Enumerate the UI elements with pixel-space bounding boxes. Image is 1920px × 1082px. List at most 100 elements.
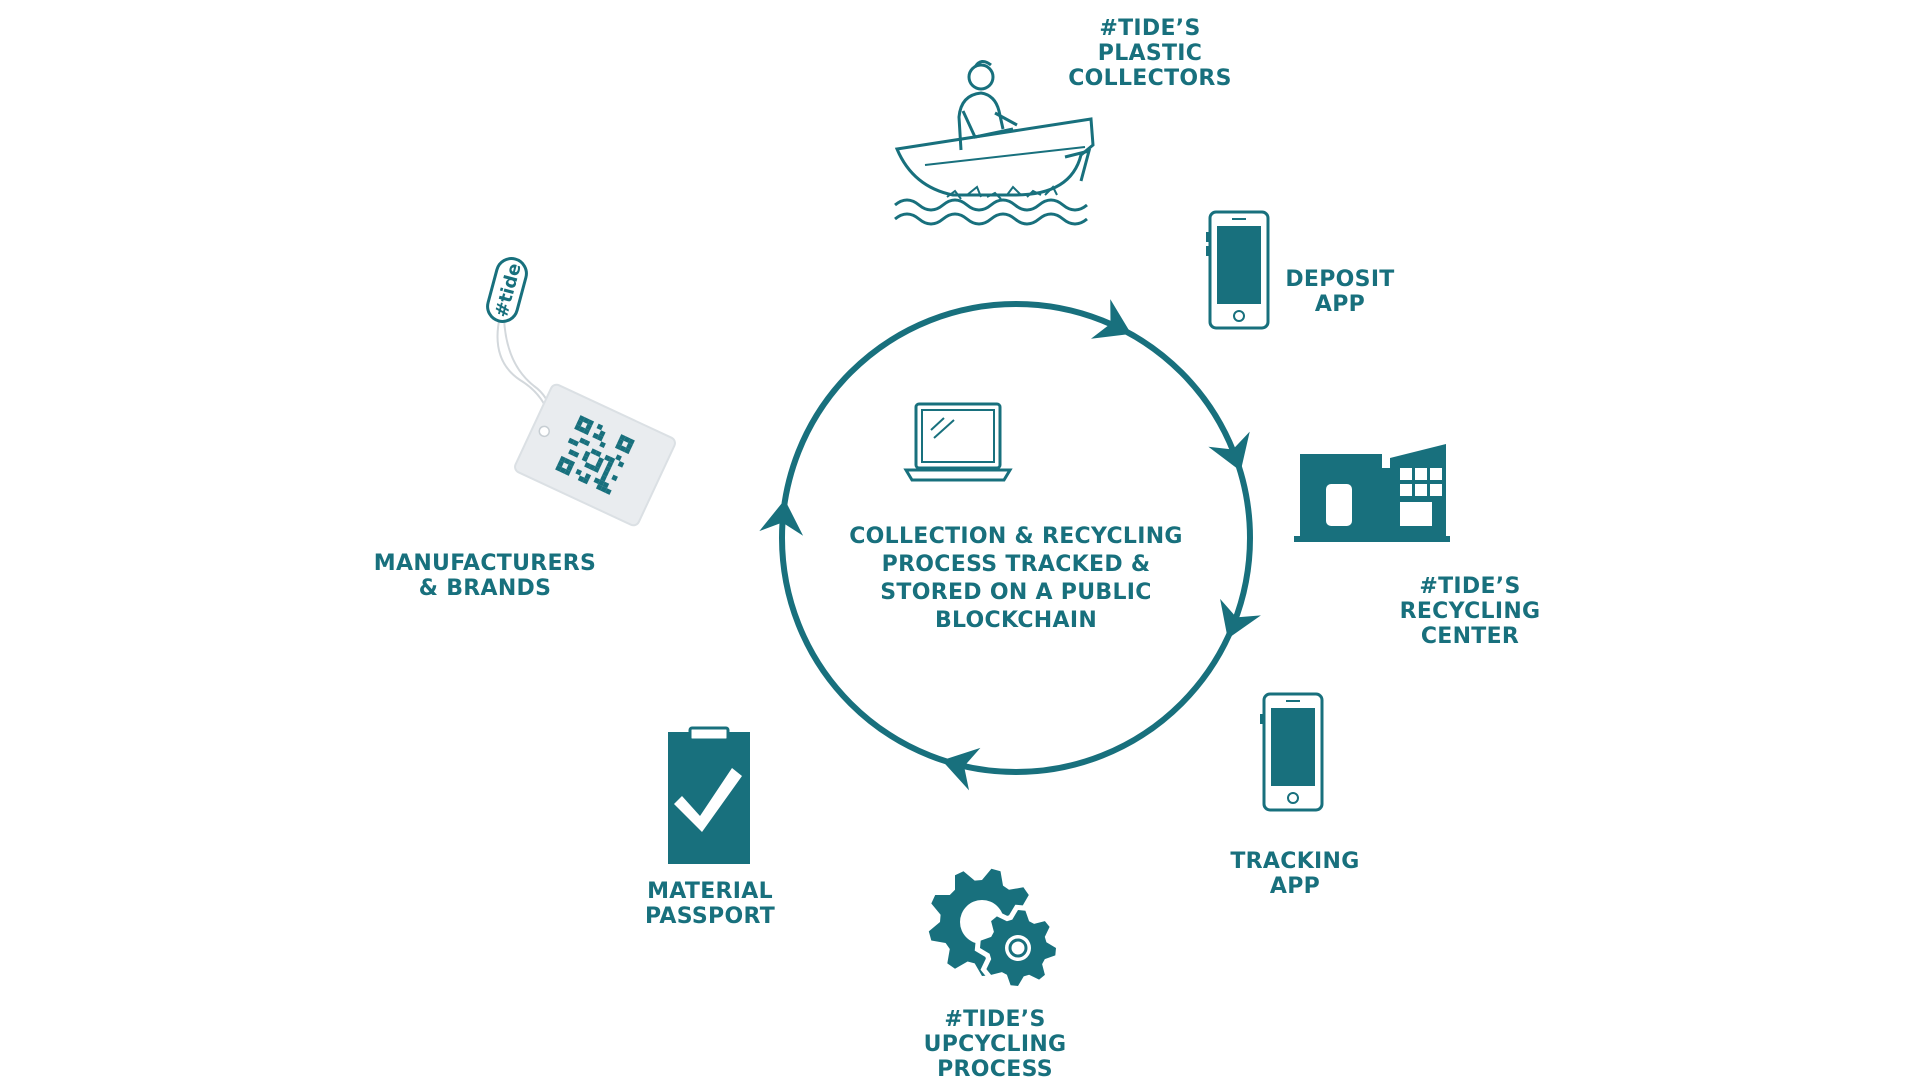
- qr-module: [583, 450, 591, 458]
- label-deposit-app: DEPOSIT APP: [1260, 267, 1420, 317]
- qr-module: [602, 470, 609, 478]
- qr-module: [588, 464, 596, 471]
- qr-module: [595, 450, 602, 458]
- qr-module: [628, 438, 635, 446]
- center-caption-line: PROCESS TRACKED &: [881, 552, 1151, 577]
- qr-module: [604, 488, 612, 495]
- fisherman-boat-icon: [894, 60, 1095, 226]
- label-line: TRACKING: [1230, 849, 1360, 874]
- qr-module: [606, 461, 614, 468]
- qr-module: [617, 438, 624, 446]
- qr-module: [578, 437, 586, 445]
- qr-module: [600, 474, 607, 482]
- label-recycling-center: #TIDE’S RECYCLING CENTER: [1370, 574, 1570, 649]
- qr-module: [584, 461, 591, 469]
- center-caption-line: BLOCKCHAIN: [934, 608, 1098, 633]
- laptop-icon: [903, 402, 1013, 482]
- label-line: APP: [1269, 874, 1321, 899]
- qr-module: [593, 466, 600, 473]
- qr-module: [559, 467, 567, 474]
- qr-module: [626, 442, 633, 450]
- qr-hang-tag-icon: #tide: [486, 257, 676, 527]
- qr-module: [568, 448, 575, 456]
- qr-module: [583, 439, 591, 447]
- qr-module: [584, 473, 592, 480]
- qr-module: [595, 483, 603, 491]
- label-plastic-collectors: #TIDE’S PLASTIC COLLECTORS: [1040, 16, 1260, 91]
- qr-module: [604, 465, 612, 473]
- qr-module: [572, 451, 580, 458]
- arrowhead: [759, 499, 804, 536]
- label-line: RECYCLING: [1399, 599, 1541, 624]
- qr-module: [623, 447, 631, 455]
- qr-module: [599, 441, 606, 449]
- qr-module: [574, 424, 581, 431]
- qr-module: [577, 475, 585, 483]
- qr-module: [619, 445, 627, 452]
- qr-module: [592, 432, 599, 440]
- qr-module: [615, 454, 622, 462]
- smartphone-icon: [1206, 210, 1270, 330]
- cycle-arrows: [759, 299, 1261, 791]
- qr-module: [559, 455, 567, 463]
- qr-module: [623, 436, 631, 443]
- label-line: MANUFACTURERS: [373, 551, 597, 576]
- qr-module: [568, 460, 576, 467]
- smartphone-icon: [1260, 692, 1324, 812]
- qr-module: [587, 419, 595, 427]
- label-line: MATERIAL: [647, 879, 773, 904]
- clipboard-check-icon: [668, 726, 750, 864]
- label-line: PLASTIC: [1097, 41, 1203, 66]
- label-line: #TIDE’S: [944, 1007, 1046, 1032]
- label-line: APP: [1314, 292, 1366, 317]
- qr-module: [598, 479, 605, 487]
- label-manufacturers-brands: MANUFACTURERS & BRANDS: [360, 551, 610, 601]
- arrowhead: [1090, 299, 1132, 339]
- qr-module: [557, 460, 564, 468]
- qr-module: [611, 474, 618, 482]
- qr-module: [576, 419, 583, 427]
- qr-module: [596, 423, 604, 431]
- qr-module: [578, 415, 586, 422]
- center-caption-line: STORED ON A PUBLIC: [880, 580, 1152, 605]
- cycle-circle: [779, 301, 1253, 775]
- label-material-passport: MATERIAL PASSPORT: [620, 879, 800, 929]
- label-line: & BRANDS: [418, 576, 552, 601]
- label-upcycling-process: #TIDE’S UPCYCLING PROCESS: [900, 1007, 1090, 1082]
- center-caption-line: COLLECTION & RECYCLING: [849, 524, 1183, 549]
- qr-module: [596, 434, 604, 442]
- arrowhead: [1220, 598, 1261, 639]
- qr-module: [617, 461, 625, 468]
- qr-module: [563, 458, 571, 465]
- qr-module: [614, 443, 622, 450]
- label-line: #TIDE’S: [1419, 574, 1521, 599]
- qr-module: [608, 456, 616, 464]
- label-line: PASSPORT: [644, 904, 776, 929]
- qr-module: [578, 426, 586, 433]
- qr-module: [604, 454, 611, 462]
- qr-module: [598, 430, 606, 437]
- label-tracking-app: TRACKING APP: [1210, 849, 1380, 899]
- gear-hub: [1008, 938, 1028, 958]
- factory-building-icon: [1294, 444, 1450, 542]
- qr-code: [555, 415, 635, 495]
- label-line: PROCESS: [937, 1057, 1053, 1082]
- qr-module: [597, 457, 605, 464]
- qr-module: [582, 477, 589, 485]
- qr-module: [600, 486, 608, 493]
- label-line: UPCYCLING: [923, 1032, 1067, 1057]
- qr-module: [590, 448, 598, 455]
- qr-module: [595, 461, 602, 469]
- gears-icon: [928, 868, 1062, 992]
- arrowhead: [941, 747, 981, 791]
- label-line: CENTER: [1420, 624, 1520, 649]
- label-line: DEPOSIT: [1285, 267, 1395, 292]
- qr-module: [585, 423, 592, 431]
- qr-module: [619, 434, 626, 441]
- qr-module: [567, 437, 575, 445]
- label-line: COLLECTORS: [1068, 66, 1232, 91]
- qr-module: [572, 439, 579, 447]
- qr-module: [583, 428, 590, 436]
- qr-module: [555, 464, 562, 472]
